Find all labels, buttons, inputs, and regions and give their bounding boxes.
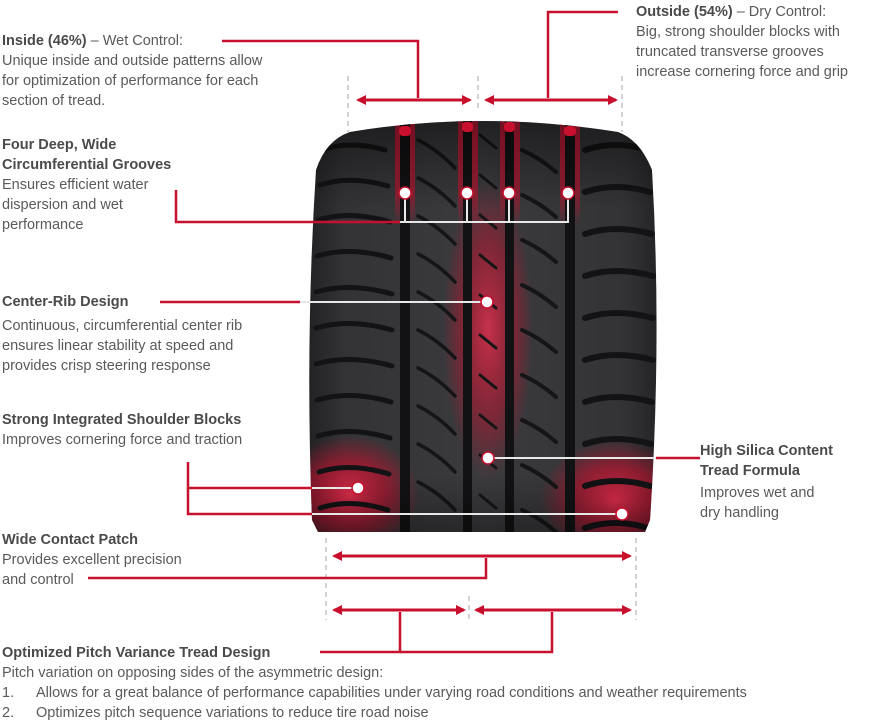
outside-line-3: increase cornering force and grip (636, 64, 848, 80)
center-rib-line-1: Continuous, circumferential center rib (2, 318, 243, 334)
silica-line-1: Improves wet and (700, 485, 815, 501)
grooves-line-1: Ensures efficient water (2, 177, 149, 193)
grooves-line-2: dispersion and wet (2, 197, 123, 213)
contact-patch-line-2: and control (2, 572, 74, 588)
contact-dot (615, 507, 629, 521)
tire-body (309, 121, 657, 532)
grooves-title-2: Circumferential Grooves (2, 157, 172, 173)
groove-dot-2 (460, 186, 474, 200)
inside-title: Inside (46%) (2, 33, 87, 49)
callout-dots (351, 186, 629, 521)
pitch-callout: Optimized Pitch Variance Tread Design Pi… (2, 643, 747, 723)
inside-line-1: Unique inside and outside patterns allow (2, 53, 263, 69)
red-leader-lines (88, 10, 700, 654)
pitch-item-1-number: 1. (2, 685, 15, 701)
pitch-title: Optimized Pitch Variance Tread Design (2, 645, 271, 661)
center-rib-line-3: provides crisp steering response (2, 358, 211, 374)
groove-dot-3 (502, 186, 516, 200)
inside-title-suffix: – Wet Control: (86, 33, 184, 49)
center-rib-line-2: ensures linear stability at speed and (2, 338, 234, 354)
outside-title-suffix: – Dry Control: (732, 4, 827, 20)
center-rib-title: Center-Rib Design (2, 294, 129, 310)
grooves-callout: Four Deep, Wide Circumferential Grooves … (2, 135, 171, 235)
shoulder-dot (351, 481, 365, 495)
contact-patch-callout: Wide Contact Patch Provides excellent pr… (2, 530, 182, 590)
inside-line-3: section of tread. (2, 93, 106, 109)
pitch-item-1: 1. Allows for a great balance of performa… (2, 683, 747, 703)
silica-title-1: High Silica Content (700, 443, 833, 459)
contact-patch-line-1: Provides excellent precision (2, 552, 182, 568)
grooves-title-1: Four Deep, Wide (2, 137, 117, 153)
outside-line-2: truncated transverse grooves (636, 44, 824, 60)
grooves-line-3: performance (2, 217, 84, 233)
dimension-arrows (332, 95, 632, 615)
shoulder-callout: Strong Integrated Shoulder Blocks Improv… (2, 410, 242, 450)
outside-title: Outside (54%) (636, 4, 733, 20)
silica-dot (481, 451, 495, 465)
inside-callout: Inside (46%) – Wet Control: Unique insid… (2, 31, 262, 111)
pitch-item-2-number: 2. (2, 705, 15, 721)
shoulder-line-1: Improves cornering force and traction (2, 432, 243, 448)
silica-callout: High Silica Content Tread Formula Improv… (700, 441, 833, 523)
contact-patch-title: Wide Contact Patch (2, 532, 139, 548)
pitch-item-1-text: Allows for a great balance of performanc… (36, 685, 747, 701)
center-rib-dot (480, 295, 494, 309)
center-rib-callout: Center-Rib Design Continuous, circumfere… (2, 292, 242, 376)
pitch-item-2-text: Optimizes pitch sequence variations to r… (36, 705, 429, 721)
silica-title-2: Tread Formula (700, 463, 800, 479)
pitch-intro: Pitch variation on opposing sides of the… (2, 665, 384, 681)
white-callout-lines (300, 195, 656, 515)
shoulder-title: Strong Integrated Shoulder Blocks (2, 412, 242, 428)
groove-dot-1 (398, 186, 412, 200)
groove-dot-4 (561, 186, 575, 200)
inside-line-2: for optimization of performance for each (2, 73, 259, 89)
pitch-item-2: 2. Optimizes pitch sequence variations to… (2, 703, 747, 723)
outside-callout: Outside (54%) – Dry Control: Big, strong… (636, 2, 848, 82)
silica-line-2: dry handling (700, 505, 779, 521)
groove-notches (399, 122, 576, 136)
outside-line-1: Big, strong shoulder blocks with (636, 24, 840, 40)
